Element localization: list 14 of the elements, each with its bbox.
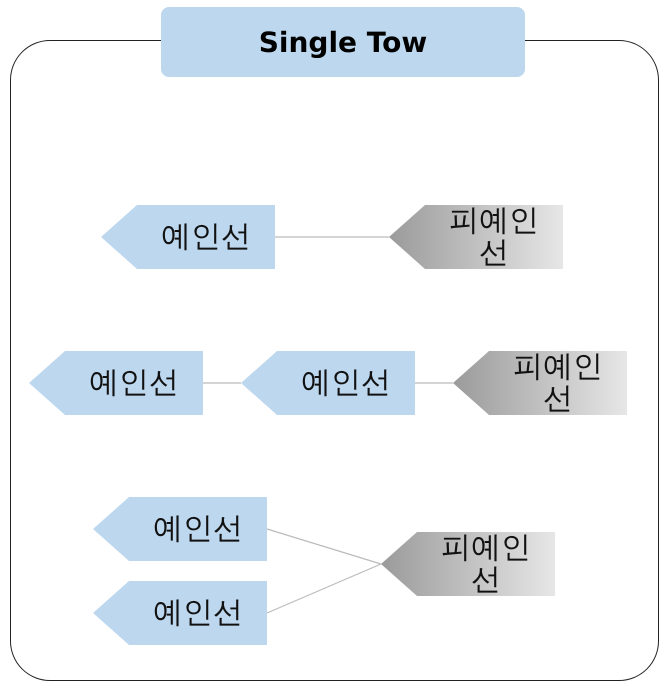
tug-box: 예인선 — [93, 497, 267, 561]
towed-vessel-box: 피예인선 — [389, 205, 563, 269]
connector-line — [266, 528, 382, 565]
connector-line — [203, 382, 241, 384]
connector-line — [266, 563, 382, 614]
connector-line — [275, 236, 389, 238]
towed-vessel-box: 피예인선 — [381, 532, 555, 596]
tug-box: 예인선 — [241, 351, 415, 415]
connector-line — [415, 382, 453, 384]
tug-box: 예인선 — [101, 205, 275, 269]
towed-vessel-box: 피예인선 — [453, 351, 627, 415]
tug-box: 예인선 — [93, 581, 267, 645]
tug-box: 예인선 — [29, 351, 203, 415]
title-badge: Single Tow — [161, 7, 525, 77]
